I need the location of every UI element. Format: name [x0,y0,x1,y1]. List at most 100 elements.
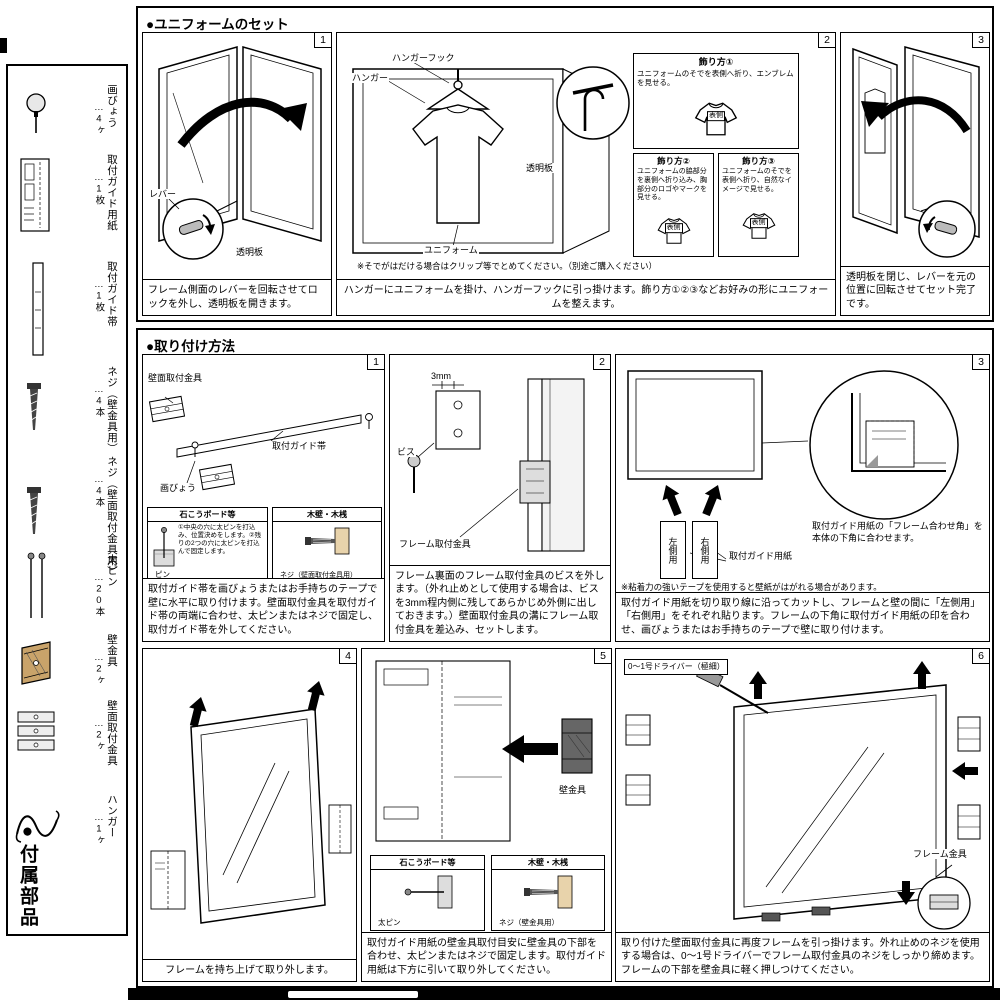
lever-label: レバー [148,189,178,200]
guide-strip-illustration [148,395,373,491]
left-side-label-box: 左側用 [660,521,686,579]
step-number: 1 [314,33,331,48]
uniform-step-3-panel: 3 透明板を閉じ、レバーを元の位置に回転させてセット完了です。 [840,32,990,316]
part-label: ハンガー …1ヶ [92,794,118,858]
clear-panel-label: 透明板 [525,163,555,174]
step-caption: 取付ガイド用紙の壁金具取付目安に壁金具の下部を合わせ、太ピンまたはネジで固定しま… [362,931,611,981]
wood-wall-box-title: 木壁・木桟 [492,856,604,870]
front-side-label: 表側 [749,218,768,228]
pushpin-label: 画びょう [159,483,198,494]
hanger-label: ハンガー [351,73,390,84]
step-number: 3 [972,33,989,48]
uniform-step-1-panel: 1 レバー 透明板 フレーム側面のレバーを回転させてロックを外し、透明板を開きま… [142,32,332,316]
step-number: 2 [818,33,835,48]
wood-wall-box: 木壁・木桟 ネジ（壁金具用） [491,855,605,931]
bis-label: ビス [396,447,417,458]
part-qty: …4本 [93,384,105,417]
pin-icon [22,552,50,622]
guide-paper-icon [20,158,50,232]
decoration-title: 飾り方② [657,156,690,166]
wall-fitting-illustration [375,660,593,842]
right-side-label-box: 右側用 [692,521,718,579]
front-side-label: 表側 [707,111,725,121]
decoration-1-box: 飾り方① ユニフォームのそでを表側へ折り、エンブレムを見せる。 表側 [633,53,799,149]
thick-pin-into-wall-icon [404,875,452,909]
part-label: 取付ガイド帯 …1枚 [92,261,118,357]
shirt-figure: 表側 [719,196,798,256]
part-label: ネジ（壁面取付金具用） …4本 [92,456,118,584]
screw-icon [22,382,46,434]
closing-frame-illustration [852,46,980,258]
lift-frame-illustration [150,681,352,924]
step-caption: 取り付けた壁面取付金具に再度フレームを引っ掛けます。外れ止めのネジを使用する場合… [616,931,989,981]
parts-sidebar: 画びょう …4ヶ 取付ガイド用紙 …1枚 取付ガイド帯 …1枚 [6,64,128,936]
uniform-in-frame-illustration [352,60,630,256]
corner-align-callout: 取付ガイド用紙の「フレーム合わせ角」を本体の下角に合わせます。 [812,521,984,545]
driver-label: 0〜1号ドライバー（極細） [624,659,728,675]
shirt-figure: 表側 [634,90,798,148]
part-name: 取付ガイド用紙 [106,154,118,231]
decoration-title: 飾り方③ [742,156,775,166]
thick-pin-label: 太ピン [377,918,402,928]
wood-wall-box-title: 木壁・木桟 [273,508,381,522]
guide-strip-icon [32,262,44,356]
mounting-section: ●取り付け方法 1 壁面取付金具 [136,328,994,988]
part-label: 取付ガイド用紙 …1枚 [92,154,118,258]
part-name: 壁面取付金具 [106,700,118,766]
frame-fitting-label: フレーム金具 [912,849,968,860]
part-name: 取付ガイド帯 [106,261,118,327]
clear-panel-label: 透明板 [235,247,265,258]
part-name: ハンガー [106,794,118,838]
screw-into-wall-icon [524,875,573,909]
part-name: ネジ（壁面取付金具用） [106,456,118,577]
step-caption: フレーム裏面のフレーム取付金具のビスを外します。（外れ止めとして使用する場合は、… [390,564,610,641]
part-name: 画びょう [106,84,118,128]
hanger-icon [14,802,60,852]
step-caption: 取付ガイド用紙を切り取り線に沿ってカットし、フレームと壁の間に「左側用」「右側用… [616,591,989,641]
next-section-label-box [288,991,418,998]
part-name: 太ピン [106,554,118,587]
page-edge-mark [0,38,7,53]
step-caption: フレーム側面のレバーを回転させてロックを外し、透明板を開きます。 [143,279,331,315]
screw-into-wall-icon [305,527,350,555]
guide-paper-label: 取付ガイド用紙 [728,551,794,562]
uniform-step-2-panel: 2 ハンガーフック ハンガー 透明板 ユニフォーム 飾り方① ユニフォームのそで… [336,32,836,316]
mount-step-4-panel: 4 フレームを持ち上げて取り外します。 [142,648,357,982]
screw-type-label: ネジ（壁面取付金具用） [279,571,358,580]
open-frame-illustration [158,46,322,260]
part-qty: …1枚 [93,172,105,205]
decoration-text: ユニフォームの脇部分を裏側へ折り込み、胸部分のロゴやマークを見せる。 [637,168,707,202]
step-number: 6 [972,649,989,664]
hanger-hook-label: ハンガーフック [391,53,456,64]
uniform-label: ユニフォーム [423,245,479,256]
next-section-bar [128,988,1000,1000]
screw-type-label: ネジ（壁金具用） [498,918,560,928]
part-label: 壁金具 …2ヶ [92,634,118,696]
mount-step-2-panel: 2 3mm ビス フレーム取付金具 フレーム裏面のフレーム取付金具のビスを外しま… [389,354,611,642]
frame-bracket-illustration [407,378,585,552]
shirt-figure: 表側 [634,205,713,256]
decoration-title: 飾り方① [698,57,734,67]
part-qty: …1ヶ [93,812,105,845]
mount-step-6-panel: 6 [615,648,990,982]
wall-fitting-label: 壁金具 [558,785,588,796]
part-label: 画びょう …4ヶ [92,84,118,162]
front-side-label: 表側 [664,223,683,233]
step-caption: ハンガーにユニフォームを掛け、ハンガーフックに引っ掛けます。飾り方①②③などお好… [337,279,835,315]
decoration-text: ユニフォームのそでを表側へ折り、自然なイメージで見せる。 [722,168,792,193]
mount-step-5-panel: 5 壁金具 石こうボード等 [361,648,612,982]
step-number: 2 [593,355,610,370]
frame-bracket-label: フレーム取付金具 [398,539,472,550]
step-caption: フレームを持ち上げて取り外します。 [143,958,356,981]
uniform-set-section: ●ユニフォームのセット 1 レバー 透明板 フレーム側面のレバーを回転させてロッ… [136,6,994,322]
part-label: 太ピン …20本 [92,554,118,626]
plasterboard-instructions: ①中央の穴に太ピンを打込み、位置決めをします。②残りの2つの穴に太ピンを打込んで… [178,524,262,556]
plasterboard-box-title: 石こうボード等 [148,508,267,522]
plasterboard-box-title: 石こうボード等 [371,856,484,870]
wall-bracket-icon [18,638,54,686]
mount-step-1-panel: 1 壁面取付金具 取付ガイド帯 画びょう [142,354,385,642]
part-label: ネジ（壁金具用） …4本 [92,366,118,472]
left-side-label: 左側用 [667,536,678,564]
mounting-section-title: ●取り付け方法 [146,339,236,354]
3mm-label: 3mm [430,371,452,382]
